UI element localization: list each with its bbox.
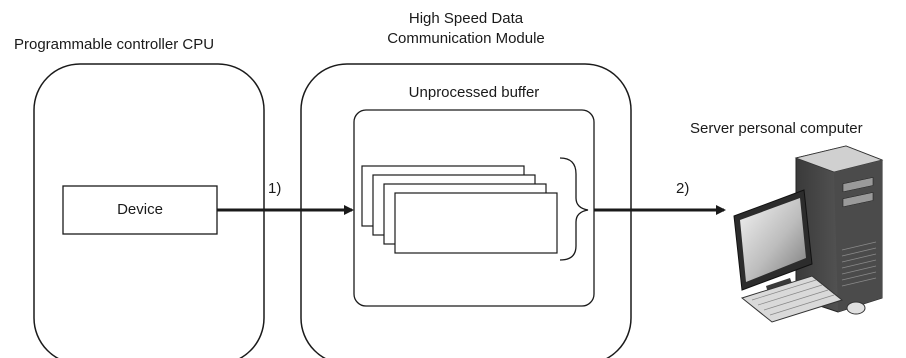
buffered-records xyxy=(361,165,558,254)
record-4 xyxy=(394,192,558,254)
step-1-label: 1) xyxy=(268,180,282,197)
device-label: Device xyxy=(117,201,163,218)
module-title-line-1: High Speed Data xyxy=(408,10,524,27)
server-title: Server personal computer xyxy=(690,120,863,137)
module-title-line-2: Communication Module xyxy=(387,30,545,47)
device-box xyxy=(62,185,218,235)
desktop-computer-icon xyxy=(733,145,884,323)
records-bracket xyxy=(559,157,589,261)
step-2-label: 2) xyxy=(676,180,690,197)
cpu-title: Programmable controller CPU xyxy=(14,36,215,53)
buffer-title: Unprocessed buffer xyxy=(408,84,540,101)
